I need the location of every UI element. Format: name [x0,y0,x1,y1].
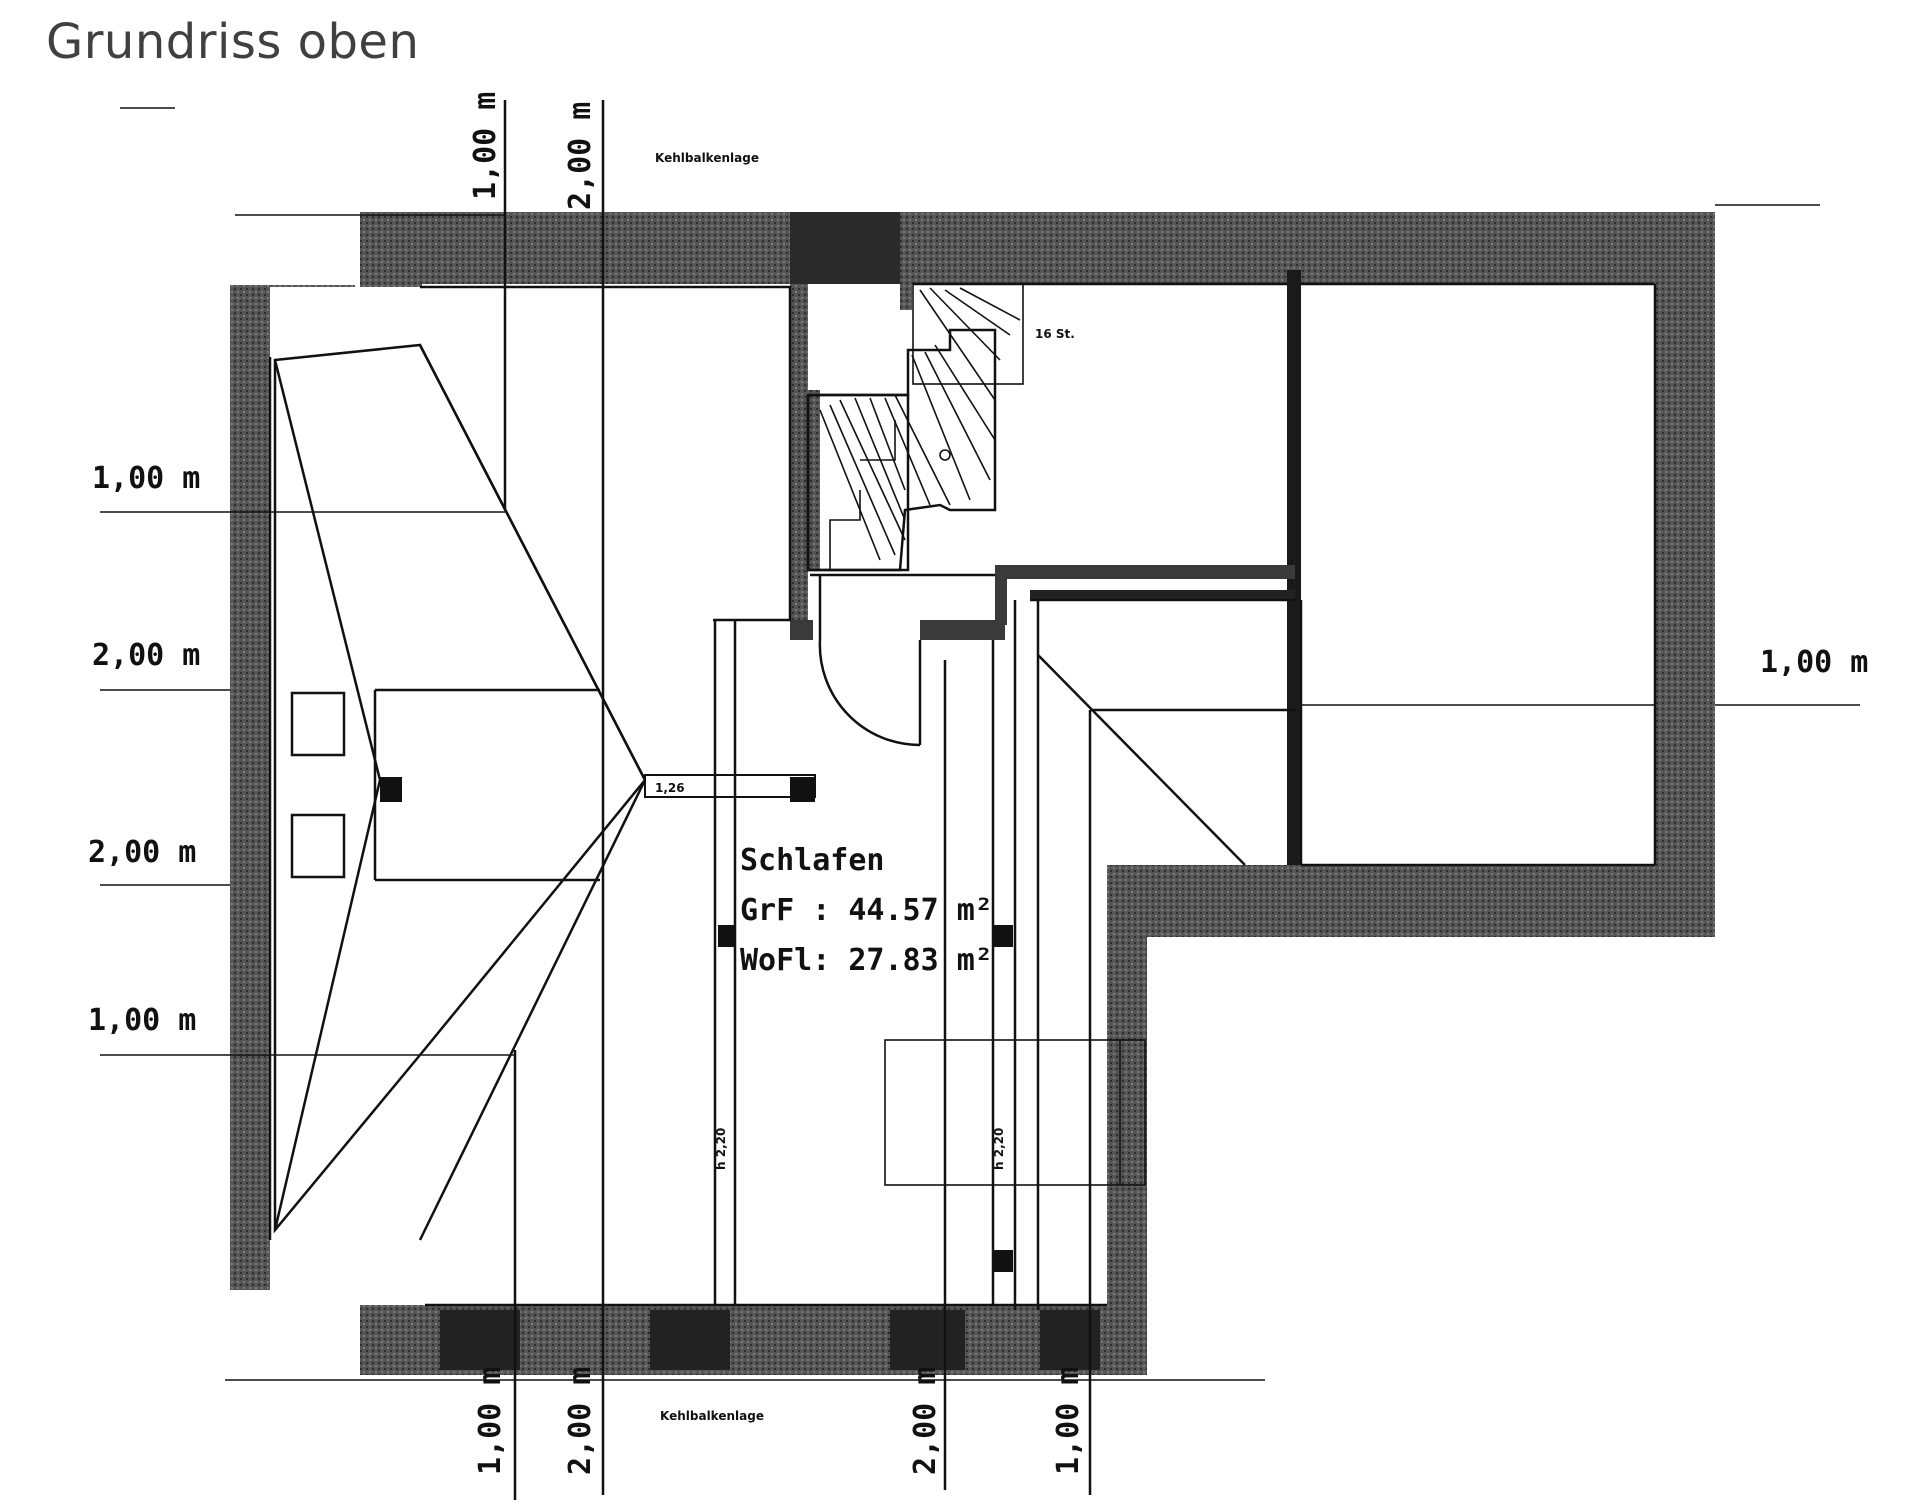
top-dimension-label: Kehlbalkenlage [655,151,759,165]
height-label-right: h 2,20 [992,1128,1006,1170]
door [810,573,995,747]
page-title: Grundriss oben [46,14,420,70]
bottom-dimension-2: 2,00 m [563,1367,598,1475]
bed [884,1039,1146,1186]
left-dimension-1: 1,00 m [92,461,200,496]
left-dimensions: 1,00 m 2,00 m 2,00 m 1,00 m [88,461,200,1038]
window-label: 1,26 [655,781,685,795]
top-dimensions: 1,00 m 2,00 m Kehlbalkenlage [468,92,759,210]
exterior-walls [230,212,1715,1375]
left-dimension-4: 1,00 m [88,1003,196,1038]
room-label: Schlafen GrF : 44.57 m² WoFl: 27.83 m² [740,843,993,978]
stair-step-count: 16 St. [1035,327,1075,341]
roof-outline: 1,26 [273,343,816,1241]
staircase: 16 St. [806,283,1075,572]
bottom-dimension-1: 1,00 m [473,1367,508,1475]
room-grf: GrF : 44.57 m² [740,893,993,928]
right-dimension-1: 1,00 m [1760,645,1868,680]
dimension-lines [100,107,1860,1381]
bottom-dimension-4: 1,00 m [1051,1367,1086,1475]
height-label-left: h 2,20 [714,1128,728,1170]
bottom-dimension-3: 2,00 m [908,1367,943,1475]
room-name: Schlafen [740,843,885,878]
skylights [290,691,346,879]
room-outlines [268,282,1657,1307]
bottom-dimensions: 1,00 m 2,00 m 2,00 m 1,00 m Kehlbalkenla… [473,1367,1086,1475]
room-wofl: WoFl: 27.83 m² [740,943,993,978]
right-dimensions: 1,00 m [1760,645,1868,680]
bottom-dimension-label: Kehlbalkenlage [660,1409,764,1423]
top-dimension-1: 1,00 m [468,92,503,200]
height-lines: h 2,20 h 2,20 [503,100,1303,1500]
left-dimension-3: 2,00 m [88,835,196,870]
left-dimension-2: 2,00 m [92,638,200,673]
top-dimension-2: 2,00 m [563,102,598,210]
